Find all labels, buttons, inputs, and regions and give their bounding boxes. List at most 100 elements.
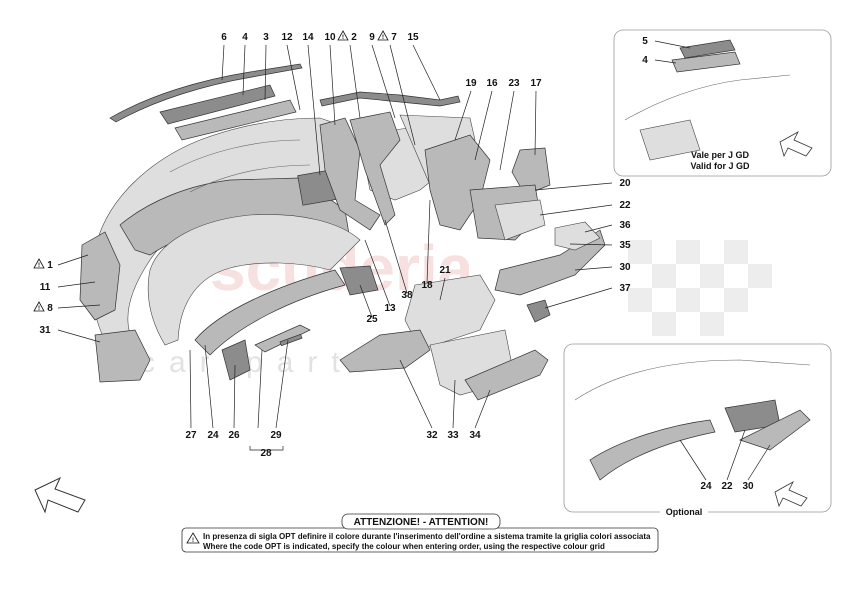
top-trim-strips [109,63,461,141]
leader-35 [569,243,613,246]
warning-exclamation-icon: ! [38,306,40,312]
part-21-glovebox-frame [404,274,496,351]
callout-c21: 21 [439,265,451,276]
leader-32 [399,359,433,429]
inset-top-right: Vale per J GD Valid for J GD [613,29,832,177]
inset-top-line1: Vale per J GD [691,150,750,160]
leader-38 [384,219,408,294]
callout-c32: 32 [426,430,438,441]
dash-center-cover [147,214,361,346]
leader-17 [534,90,537,156]
part-31-kick-panel [94,329,151,383]
leader-36 [584,224,613,233]
leader-9 [371,44,396,119]
part-37-clip [526,299,551,323]
dash-contour-line-1 [169,139,301,173]
leader-33 [452,379,456,429]
leader-30 [574,266,613,271]
callout-c2: 2 [351,32,357,43]
callout-c20: 20 [619,178,631,189]
callout-c12: 12 [281,32,293,43]
callout-c33: 33 [447,430,459,441]
warning-exclamation-icon: ! [38,263,40,269]
inset-leader-5 [654,40,691,49]
inset-leader-22 [726,429,746,481]
leader-25 [359,284,373,318]
part-3-panel [174,99,297,141]
inset-part-4 [671,51,741,73]
dash-contour-line-2 [189,164,311,193]
callout-c15: 15 [407,32,419,43]
callout-c10: 10 [324,32,336,43]
part-2-trim [349,111,401,226]
callout-c23: 23 [508,78,520,89]
leader-37 [544,287,613,309]
part-36-bracket [554,221,601,251]
callout-c8: 8 [47,303,53,314]
callout-c28: 28 [260,448,272,459]
part-28-clip [279,333,303,347]
callout-c35: 35 [619,240,631,251]
callout-c29: 29 [270,430,282,441]
leader-4 [242,44,246,96]
callout-c34: 34 [469,430,481,441]
callout-c30: 30 [619,262,631,273]
leader-26 [233,364,236,429]
notice-title: ATTENZIONE! - ATTENTION! [354,517,489,528]
inset-part-5 [679,39,736,59]
callout-c9: 9 [369,32,375,43]
left-side-trim [79,231,151,383]
leader-2 [349,44,361,119]
leader-11 [57,281,96,288]
part-15-strip [319,91,461,107]
inset-part-30 [739,409,811,451]
inset-bottom-label: Optional [666,507,703,517]
center-column-parts [319,111,551,241]
callout-c4a: 4 [242,32,248,43]
leader-3 [264,44,267,101]
leader-7 [389,44,416,146]
leader-8 [57,304,101,309]
part-25-vent [339,265,379,296]
inset-top-panel [639,119,701,161]
warning-triangle-icon [33,258,45,269]
callout-c16: 16 [486,78,498,89]
glovebox-assembly [339,274,549,401]
callout-c22b: 22 [721,481,733,492]
callout-c25: 25 [366,314,378,325]
svg-text:!: ! [192,538,194,544]
right-lower-trim [494,221,606,323]
leader-lines [57,44,613,451]
callout-c26: 26 [228,430,240,441]
callout-c30b: 30 [742,481,754,492]
leader-19 [454,90,472,141]
inset-bottom-right: Optional [563,343,832,518]
part-6-strip [109,63,303,123]
leader-28a [257,349,263,429]
leader-6 [221,44,225,81]
leader-23 [499,90,515,171]
leader-34 [474,389,491,429]
callout-c1: 1 [47,260,53,271]
lower-vents [194,265,379,381]
main-dashboard [91,117,446,351]
callout-c37: 37 [619,283,631,294]
part-4-panel [159,84,276,125]
view-direction-arrow-icon [34,476,86,514]
callout-c11: 11 [40,282,51,293]
warning-triangle-icon [337,30,349,41]
part-23-panel [494,199,546,241]
callout-c24: 24 [207,430,219,441]
part-26-vent [221,339,251,381]
leader-18 [426,199,431,284]
notice-line2: Where the code OPT is indicated, specify… [203,542,605,551]
callout-c5: 5 [642,36,648,47]
notice-line1: In presenza di sigla OPT definire il col… [203,532,651,541]
bracket-28 [249,446,284,451]
part-1-side-trim [79,231,121,321]
inset-leader-4 [654,59,677,64]
inset-bottom-view-arrow-icon [774,481,808,508]
